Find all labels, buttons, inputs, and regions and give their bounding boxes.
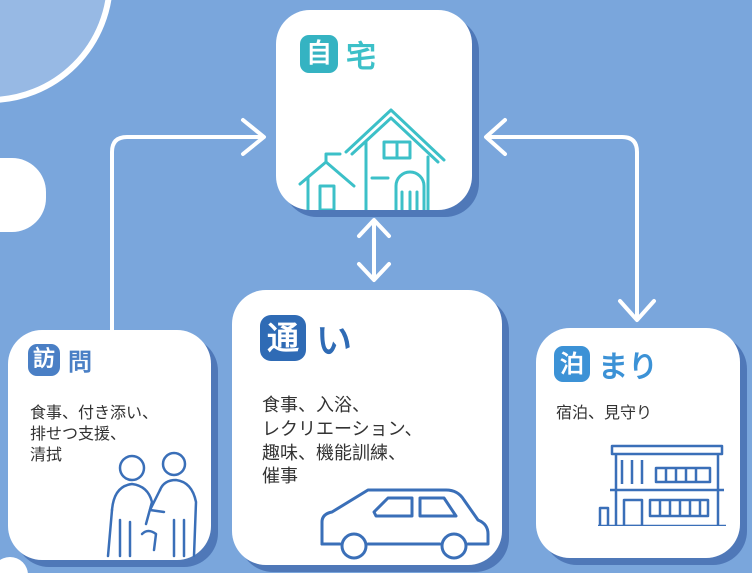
houmon-desc-line: 清拭 xyxy=(30,445,63,465)
facility-building-icon xyxy=(598,444,726,526)
kayoi-description: 食事、入浴、 レクリエーション、 趣味、機能訓練、 催事 xyxy=(262,394,423,489)
houmon-title: 訪 問 xyxy=(28,342,92,377)
houmon-title-rest: 問 xyxy=(68,348,92,376)
tomari-description: 宿泊、見守り xyxy=(556,402,652,423)
home-title-badge: 自 xyxy=(300,35,338,73)
kayoi-title: 通 い xyxy=(260,312,352,364)
car-icon xyxy=(320,488,490,560)
kayoi-desc-line: 趣味、機能訓練、 xyxy=(262,442,406,464)
houmon-desc-line: 排せつ支援、 xyxy=(30,424,127,444)
arrow-houmon-to-home-head xyxy=(241,118,266,156)
tomari-title: 泊 まり xyxy=(554,342,658,386)
arrow-home-to-tomari-tail-head xyxy=(484,118,507,156)
tomari-desc-line: 宿泊、見守り xyxy=(556,403,653,422)
side-tab xyxy=(0,158,46,232)
home-title-rest: 宅 xyxy=(346,40,376,75)
arrow-home-kayoi-up-head xyxy=(357,218,391,238)
kayoi-desc-line: レクリエーション、 xyxy=(262,418,423,440)
arrow-houmon-to-home xyxy=(110,135,264,332)
home-card: 自 宅 xyxy=(276,10,472,210)
houmon-title-badge: 訪 xyxy=(28,343,60,376)
houmon-description: 食事、付き添い、 排せつ支援、 清拭 xyxy=(30,402,158,465)
arrow-home-to-tomari xyxy=(486,135,639,320)
arrow-home-to-tomari-head xyxy=(618,299,656,322)
bottom-dot xyxy=(0,557,28,573)
corner-circle xyxy=(0,0,112,103)
house-icon xyxy=(298,108,446,210)
tomari-title-rest: まり xyxy=(598,350,658,385)
kayoi-card: 通 い 食事、入浴、 レクリエーション、 趣味、機能訓練、 催事 xyxy=(232,290,502,565)
kayoi-desc-line: 催事 xyxy=(262,466,298,488)
home-title: 自 宅 xyxy=(300,32,376,76)
houmon-desc-line: 食事、付き添い、 xyxy=(30,403,159,422)
houmon-card: 訪 問 食事、付き添い、 排せつ支援、 清拭 xyxy=(8,330,211,560)
kayoi-title-badge: 通 xyxy=(260,315,306,361)
tomari-title-badge: 泊 xyxy=(554,346,590,382)
kayoi-desc-line: 食事、入浴、 xyxy=(262,395,370,416)
arrow-home-kayoi-down-head xyxy=(357,262,391,282)
tomari-card: 泊 まり 宿泊、見守り xyxy=(536,328,740,558)
caregiver-icon xyxy=(106,451,198,558)
kayoi-title-rest: い xyxy=(316,321,353,362)
